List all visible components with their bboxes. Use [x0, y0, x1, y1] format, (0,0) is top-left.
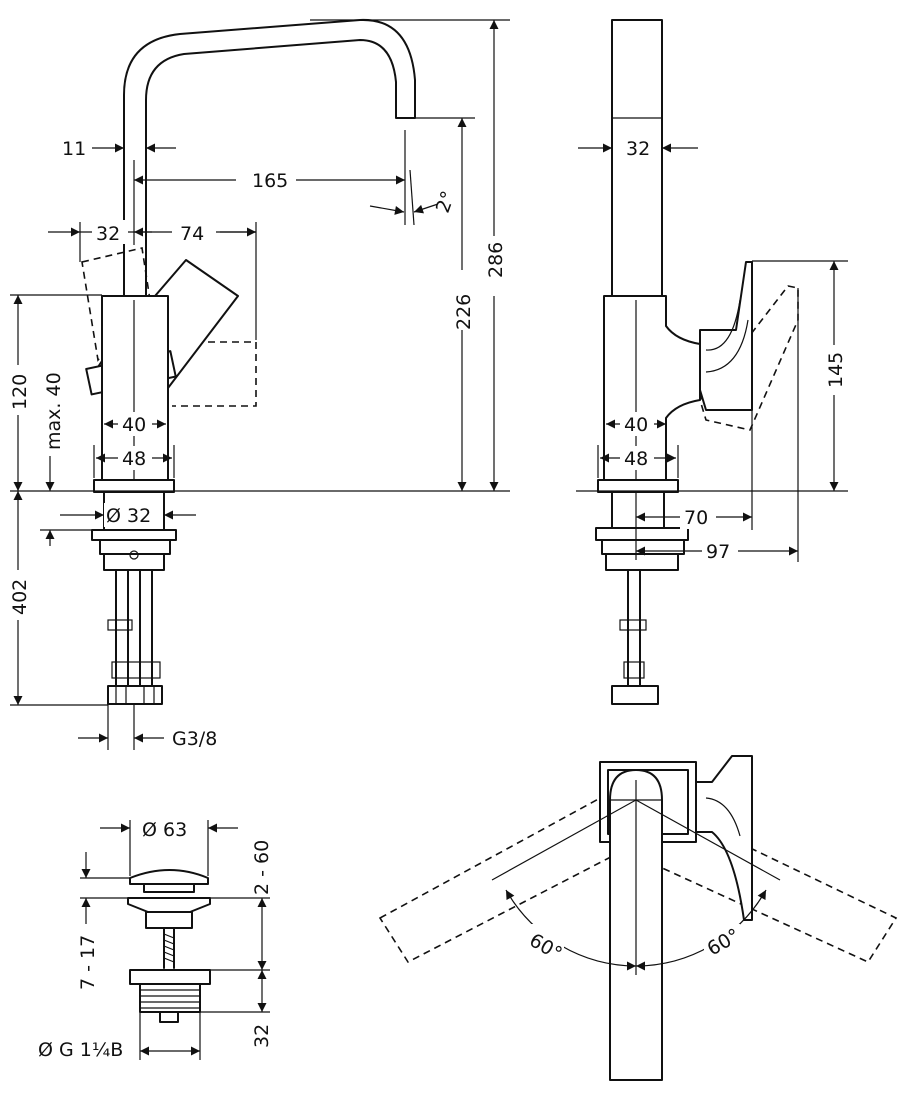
front-view: 11 165 2° 32 74 226 286 120 max. 40 — [6, 18, 510, 750]
dim-g38-label: G3/8 — [172, 728, 217, 750]
dim-226-label: 226 — [453, 294, 475, 330]
side-dim-97-label: 97 — [706, 541, 730, 563]
front-spout — [123, 18, 416, 296]
front-handle-alt-right — [172, 341, 257, 407]
dim-40-front-label: 40 — [122, 414, 146, 436]
top-handle-alt-left — [378, 794, 634, 964]
dim-286-label: 286 — [485, 242, 507, 278]
dim-165-label: 165 — [252, 170, 288, 192]
dim-11-label: 11 — [62, 138, 86, 160]
drain-dim-32-label: 32 — [251, 1024, 273, 1048]
front-base — [93, 479, 175, 493]
dim-48-front-label: 48 — [122, 448, 146, 470]
dim-120-label: 120 — [9, 374, 31, 410]
side-dim-40-label: 40 — [624, 414, 648, 436]
drain-dim-7-17-label: 7 - 17 — [77, 935, 99, 990]
side-handle — [699, 261, 753, 411]
side-dim-48-label: 48 — [624, 448, 648, 470]
side-dim-145-label: 145 — [825, 352, 847, 388]
dim-d32-label: Ø 32 — [106, 505, 151, 527]
side-dim-32-label: 32 — [626, 138, 650, 160]
drain-flange — [127, 897, 211, 913]
drain-dim-2-60-label: 2 - 60 — [251, 840, 273, 895]
top-view: 60° 60° — [378, 755, 898, 1081]
drain-cap — [129, 869, 209, 885]
dim-402-label: 402 — [9, 579, 31, 615]
drain-dim-d63-label: Ø 63 — [142, 819, 187, 841]
dim-74-label: 74 — [180, 223, 204, 245]
drain-view: Ø 63 2 - 60 7 - 17 32 Ø G 1¼B — [38, 819, 273, 1061]
drain-dim-g114b-label: Ø G 1¼B — [38, 1039, 123, 1061]
dim-32-front-label: 32 — [96, 223, 120, 245]
side-dim-70-label: 70 — [684, 507, 708, 529]
side-view: 32 145 40 48 70 97 — [576, 19, 848, 705]
dim-max40-label: max. 40 — [43, 372, 65, 450]
dim-2deg-label: 2° — [432, 188, 460, 216]
top-handle — [695, 755, 753, 921]
